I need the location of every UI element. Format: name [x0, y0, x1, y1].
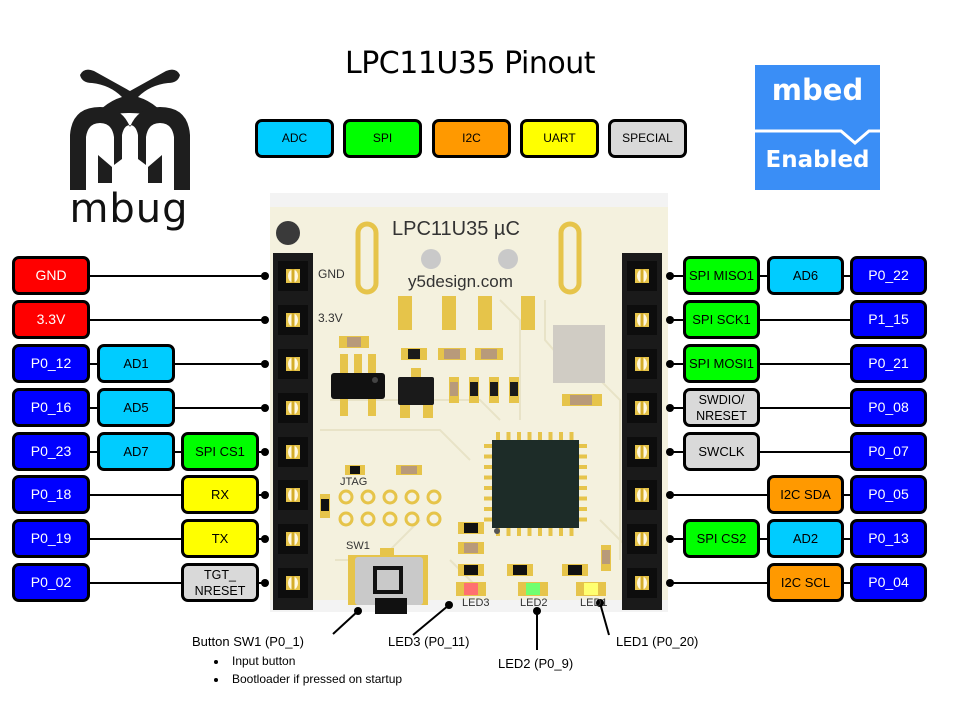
led-3-icon [464, 583, 478, 595]
led1-annotation: LED1 (P0_20) [616, 634, 699, 649]
mbed-speech-line-icon [755, 129, 880, 145]
smd-components [339, 336, 602, 406]
mounting-hole-icon [276, 221, 300, 245]
pin-function-adc: AD5 [97, 388, 175, 427]
mbug-logo-icon [70, 69, 190, 190]
pin-function-adc: AD1 [97, 344, 175, 383]
voltage-regulator-icon [331, 354, 385, 416]
pin-port-label: P1_15 [850, 300, 927, 339]
pin-port-label: 3.3V [12, 300, 90, 339]
led3-annotation: LED3 (P0_11) [388, 634, 470, 649]
mbug-logo-text: mbug [69, 186, 189, 232]
led2-label: LED2 [520, 597, 548, 609]
pin-function-spi: SPI CS2 [683, 519, 760, 558]
legend-item-special: SPECIAL [608, 119, 687, 158]
legend-item-adc: ADC [255, 119, 334, 158]
pin-port-label: P0_18 [12, 475, 90, 514]
pin-function-spi: SPI CS1 [181, 432, 259, 471]
annotation-leaders [332, 602, 610, 650]
usb-shield-pad-left [355, 221, 379, 295]
pin-port-label: P0_04 [850, 563, 927, 602]
led-2-icon [526, 583, 540, 595]
transistor-icon [398, 368, 434, 418]
led-1-icon [584, 583, 598, 595]
button-annotation-bullets: Input button Bootloader if pressed on st… [210, 652, 402, 688]
pin-port-label: P0_23 [12, 432, 90, 471]
pin-function-adc: AD2 [767, 519, 844, 558]
pin-function-special: SWCLK [683, 432, 760, 471]
legend-item-spi: SPI [343, 119, 422, 158]
silkscreen-3v3: 3.3V [318, 311, 343, 325]
legend-item-uart: UART [520, 119, 599, 158]
pin-port-label: P0_22 [850, 256, 927, 295]
pin-function-i2c: I2C SDA [767, 475, 844, 514]
pin-function-uart: TX [181, 519, 259, 558]
pin-port-label: P0_19 [12, 519, 90, 558]
sw1-label: SW1 [346, 540, 370, 552]
pin-port-label: P0_08 [850, 388, 927, 427]
pin-function-i2c: I2C SCL [767, 563, 844, 602]
pin-function-special: TGT_ NRESET [181, 563, 259, 602]
pin-port-label: P0_21 [850, 344, 927, 383]
pin-function-uart: RX [181, 475, 259, 514]
pin-function-special: SWDIO/ NRESET [683, 388, 760, 427]
led1-label: LED1 [580, 597, 608, 609]
jtag-pins [338, 489, 442, 527]
pin-function-spi: SPI MOSI1 [683, 344, 760, 383]
mbed-logo-top-text: mbed [771, 73, 864, 107]
button-annotation-title: Button SW1 (P0_1) [192, 634, 304, 649]
board-website-label: y5design.com [408, 272, 513, 291]
pin-function-adc: AD6 [767, 256, 844, 295]
silkscreen-gnd: GND [318, 267, 345, 281]
led2-annotation: LED2 (P0_9) [498, 656, 574, 671]
pin-function-spi: SPI MISO1 [683, 256, 760, 295]
sw1-button-icon [348, 548, 428, 614]
pin-function-spi: SPI SCK1 [683, 300, 760, 339]
pin-port-label: P0_12 [12, 344, 90, 383]
legend-item-i2c: I2C [432, 119, 511, 158]
usb-shield-pad-right [558, 221, 582, 295]
button-annotation-bullet: Bootloader if pressed on startup [228, 670, 402, 688]
pin-function-adc: AD7 [97, 432, 175, 471]
pin-port-label: P0_05 [850, 475, 927, 514]
pin-port-label: P0_13 [850, 519, 927, 558]
pin-port-label: P0_07 [850, 432, 927, 471]
mbed-logo-bottom-text: Enabled [765, 147, 870, 173]
button-annotation-bullet: Input button [228, 652, 402, 670]
mcu-chip-icon [484, 432, 587, 536]
led3-label: LED3 [462, 597, 490, 609]
pin-port-label: GND [12, 256, 90, 295]
pin-port-label: P0_02 [12, 563, 90, 602]
pin-port-label: P0_16 [12, 388, 90, 427]
board-name-label: LPC11U35 µC [392, 218, 520, 240]
jtag-label: JTAG [340, 476, 368, 488]
mbed-enabled-logo: mbed Enabled [755, 65, 880, 190]
jtag-header-icon [320, 465, 422, 518]
diagram-title: LPC11U35 Pinout [344, 46, 596, 81]
